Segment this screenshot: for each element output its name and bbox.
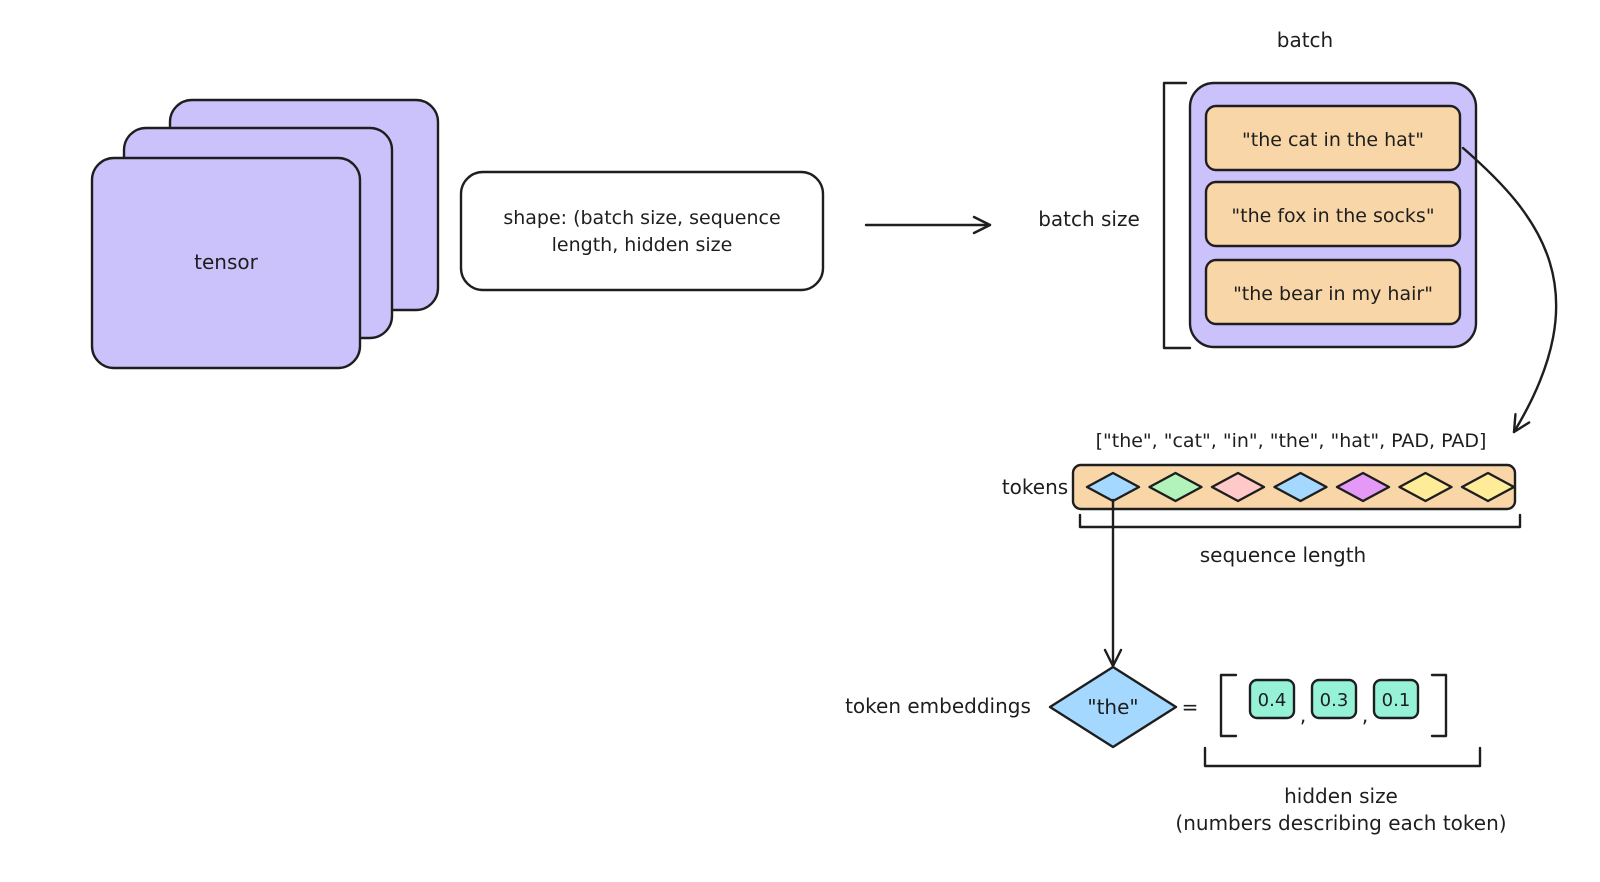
arrow-batch-to-tokens [1461,146,1558,434]
batch-item-box [1204,180,1462,248]
tensor-card-front [90,156,362,370]
token-diamond [1460,471,1516,503]
embedding-value: 0.3 [1310,678,1358,720]
equals-sign: = [1182,695,1199,719]
embedding-separator: , [1362,703,1368,727]
vector-bracket-left [1219,673,1238,738]
embedding-value: 0.1 [1372,678,1420,720]
vector-bracket-right [1430,673,1448,738]
hidden-size-bracket [1203,746,1482,768]
batch-item: "the fox in the socks" [1204,180,1462,248]
tensor-label: tensor [194,250,258,274]
batch-item: "the cat in the hat" [1204,104,1462,172]
embedding-value-text: 0.1 [1382,690,1411,711]
batch-item-text: "the fox in the socks" [1231,205,1434,227]
embedding-separator: , [1300,703,1306,727]
embedding-token-label: "the" [1087,695,1138,719]
embedding-value-text: 0.3 [1320,690,1349,711]
embeddings-group: token embeddings "the" = 0.4, 0.3, 0.1 hid… [845,665,1507,835]
shape-text-line-2: length, hidden size [552,234,733,256]
shape-box: shape: (batch size, sequence length, hid… [459,170,825,292]
sequence-length-label: sequence length [1200,543,1366,567]
embedding-value-text: 0.4 [1258,690,1287,711]
batch-item-text: "the bear in my hair" [1233,283,1433,305]
token-diamond [1148,471,1203,503]
shape-text-line-1: shape: (batch size, sequence [503,207,780,229]
batch-item-box [1204,104,1462,172]
embedding-token-diamond [1048,665,1178,749]
embedding-value-box [1372,678,1420,720]
token-diamonds [1085,471,1516,503]
hidden-size-label: hidden size [1284,784,1398,808]
batch-item-box [1204,258,1462,326]
embedding-value: 0.4 [1248,678,1296,720]
batch-group: batch batch size "the cat in the hat""th… [1038,28,1478,350]
tokens-group: ["the", "cat", "in", "the", "hat", PAD, … [1002,430,1522,567]
token-embeddings-label: token embeddings [845,694,1031,718]
tensor-stack: tensor [90,98,440,370]
embedding-value-box [1248,678,1296,720]
hidden-size-description: (numbers describing each token) [1175,811,1506,835]
batch-bracket [1162,81,1192,350]
batch-title: batch [1277,28,1333,52]
batch-items: "the cat in the hat" "the fox in the sock… [1204,104,1462,326]
sequence-length-bracket [1078,513,1522,529]
tokens-label: tokens [1002,475,1068,499]
token-diamond [1398,471,1453,503]
shape-box-outline [459,170,825,292]
batch-item-text: "the cat in the hat" [1242,129,1424,151]
token-diamond [1335,471,1391,503]
token-list-text: ["the", "cat", "in", "the", "hat", PAD, … [1096,430,1487,452]
batch-size-label: batch size [1038,207,1140,231]
embedding-value-box [1310,678,1358,720]
token-diamond [1210,471,1266,503]
token-diamond [1273,471,1328,503]
batch-item: "the bear in my hair" [1204,258,1462,326]
embedding-values: 0.4, 0.3, 0.1 [1248,678,1420,727]
